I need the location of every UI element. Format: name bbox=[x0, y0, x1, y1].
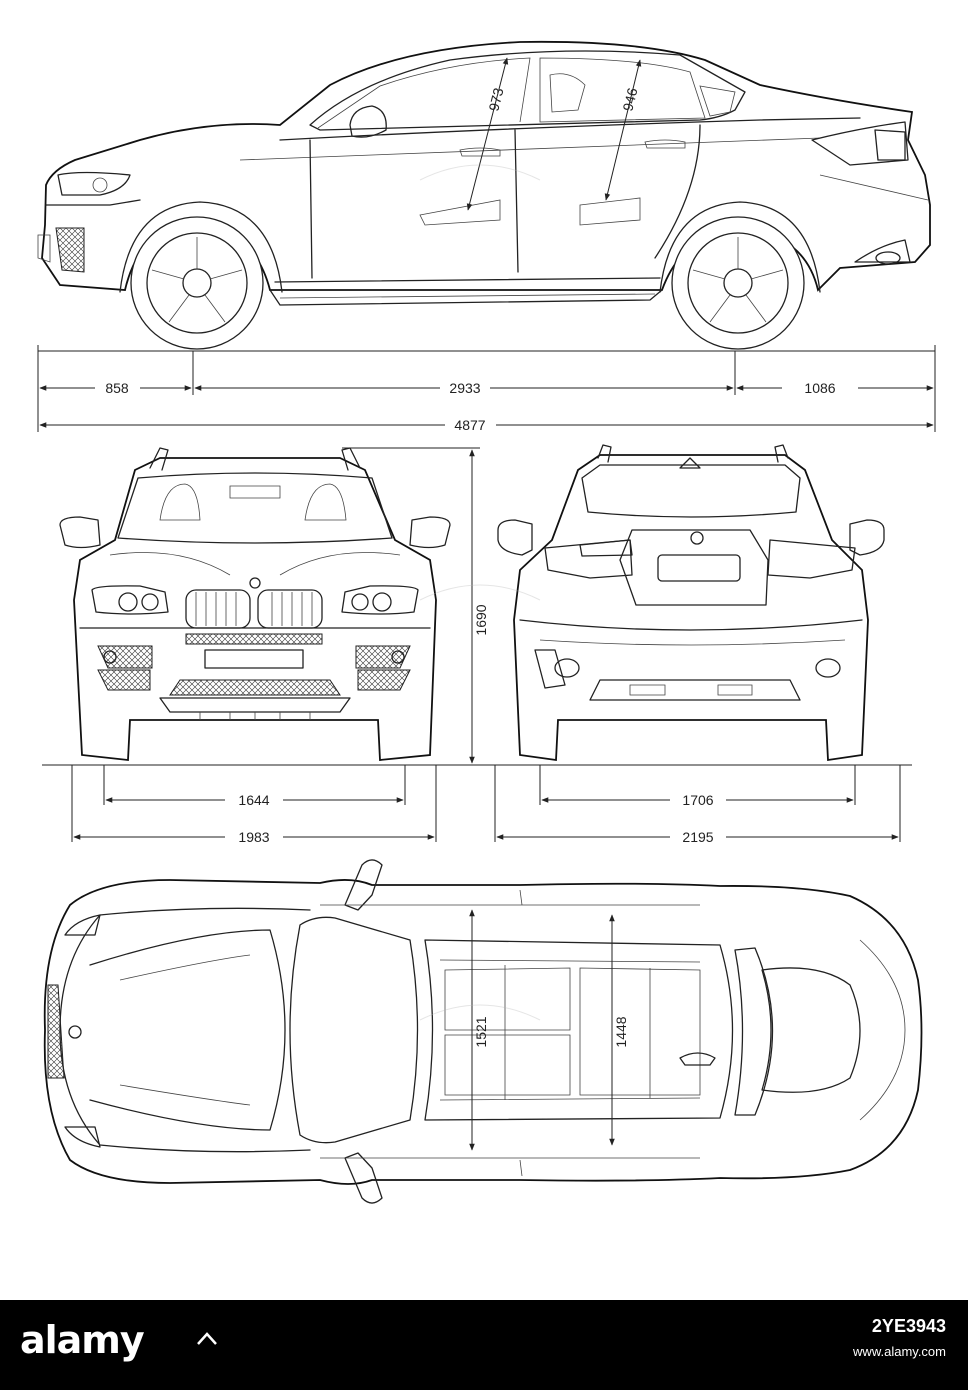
top-view: 1521 1448 bbox=[43, 859, 923, 1204]
stock-footer: alamy 2YE3943 www.alamy.com bbox=[0, 1300, 968, 1390]
watermark-overlay bbox=[419, 164, 541, 1021]
brand-mark-icon bbox=[197, 1332, 217, 1345]
rear-wheel bbox=[671, 216, 805, 350]
overall-height-label: 1690 bbox=[473, 604, 489, 635]
rear-track-label: 1706 bbox=[682, 792, 713, 808]
rear-view bbox=[497, 444, 885, 762]
brand-logo: alamy bbox=[20, 1318, 145, 1362]
rear-shoulder-label: 1448 bbox=[613, 1016, 629, 1047]
front-overhang-label: 858 bbox=[105, 380, 129, 396]
mirror-width-label: 2195 bbox=[682, 829, 713, 845]
rear-headroom-label: 946 bbox=[619, 86, 640, 113]
front-track-label: 1644 bbox=[238, 792, 269, 808]
front-wheel bbox=[130, 216, 264, 350]
side-dimensions: 858 2933 1086 4877 bbox=[37, 345, 936, 433]
front-shoulder-label: 1521 bbox=[473, 1016, 489, 1047]
site-url: www.alamy.com bbox=[853, 1344, 946, 1359]
rear-overhang-label: 1086 bbox=[804, 380, 835, 396]
front-view bbox=[59, 447, 451, 761]
image-id: 2YE3943 bbox=[871, 1316, 946, 1336]
wheelbase-label: 2933 bbox=[449, 380, 480, 396]
side-view: 973 946 bbox=[37, 40, 931, 350]
body-width-label: 1983 bbox=[238, 829, 269, 845]
overall-length-label: 4877 bbox=[454, 417, 485, 433]
front-rear-dimensions: 1690 1644 1983 1706 2195 bbox=[42, 447, 912, 845]
front-headroom-label: 973 bbox=[485, 86, 506, 113]
vehicle-blueprint: 973 946 858 2933 1 bbox=[37, 40, 936, 1204]
